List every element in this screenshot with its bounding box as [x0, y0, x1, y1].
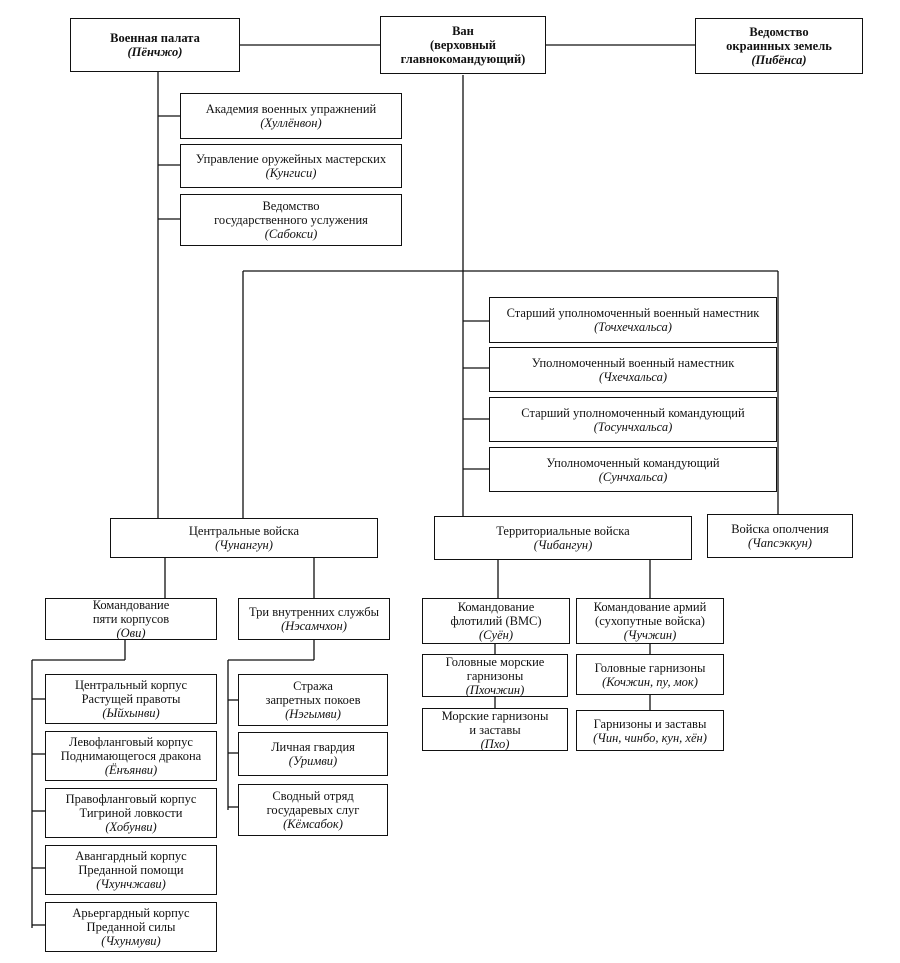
box-tochechalsa: Старший уполномоченный военный наместник…: [489, 297, 777, 343]
box-urimvi: Личная гвардия (Уримви): [238, 732, 388, 776]
box-subtitle: (Кёмсабок): [283, 817, 343, 831]
box-hullyonvon: Академия военных упражнений (Хуллёнвон): [180, 93, 402, 139]
box-title: Уполномоченный военный наместник: [531, 355, 735, 370]
box-chapsekkun: Войска ополчения (Чапсэккун): [707, 514, 853, 558]
box-enyanvi: Левофланговый корпус Поднимающегося драк…: [45, 731, 217, 781]
box-title: Уполномоченный командующий: [546, 455, 720, 470]
box-tosunchalsa: Старший уполномоченный командующий (Тосу…: [489, 397, 777, 442]
box-title: Академия военных упражнений: [205, 102, 377, 116]
box-title: Старший уполномоченный командующий: [521, 405, 745, 420]
box-saboksi: Ведомство государственного услужения (Са…: [180, 194, 402, 246]
box-title: Ведомство государственного услужения: [214, 199, 368, 227]
box-kyomsabok: Сводный отряд государевых слуг (Кёмсабок…: [238, 784, 388, 836]
box-subtitle: (Хуллёнвон): [260, 116, 322, 130]
box-chunmuvi: Арьергардный корпус Преданной силы (Чхун…: [45, 902, 217, 952]
box-penchzho: Военная палата (Пёнчжо): [70, 18, 240, 72]
box-subtitle: (Суён): [479, 628, 513, 642]
box-title: Три внутренних службы: [248, 605, 380, 619]
box-title: Управление оружейных мастерских: [195, 152, 387, 166]
box-subtitle: (Чучжин): [623, 628, 677, 642]
box-sunchalsa: Уполномоченный командующий (Сунчхальса): [489, 447, 777, 492]
box-title: Сводный отряд государевых слуг: [266, 789, 360, 817]
box-title: Центральные войска: [188, 524, 300, 538]
box-subtitle: (Уримви): [288, 754, 338, 768]
box-subtitle: (Кочжин, пу, мок): [602, 674, 698, 689]
box-subtitle: (Чхечхальса): [598, 369, 668, 384]
box-subtitle: (Пхо): [480, 736, 510, 751]
box-title: Правофланговый корпус Тигриной ловкости: [65, 792, 197, 820]
box-kochzhin: Головные гарнизоны (Кочжин, пу, мок): [576, 654, 724, 695]
box-title: Авангардный корпус Преданной помощи: [75, 849, 187, 877]
box-subtitle: (Чхунмуви): [101, 934, 161, 948]
box-title: Войска ополчения: [731, 522, 829, 536]
box-subtitle: (Точхечхальса): [594, 320, 672, 334]
box-subtitle: (Чунангун): [215, 538, 273, 552]
box-van: Ван (верховный главнокомандующий): [380, 16, 546, 74]
box-title: Командование флотилий (ВМС): [450, 600, 542, 628]
box-title: Старший уполномоченный военный наместник: [506, 306, 760, 320]
box-subtitle: (Нэсамчхон): [281, 619, 347, 633]
box-subtitle: (Кунгиси): [265, 166, 317, 180]
box-chin: Гарнизоны и заставы (Чин, чинбо, кун, хё…: [576, 710, 724, 751]
box-kungisi: Управление оружейных мастерских (Кунгиси…: [180, 144, 402, 188]
box-subtitle: (Нэгымви): [285, 707, 341, 721]
box-subtitle: (Хобунви): [105, 820, 157, 834]
box-chechalsa: Уполномоченный военный наместник (Чхечха…: [489, 347, 777, 392]
box-pchochzhin: Головные морские гарнизоны (Пхочжин): [422, 654, 568, 697]
box-chibangun: Территориальные войска (Чибангун): [434, 516, 692, 560]
box-ovi: Командование пяти корпусов (Ови): [45, 598, 217, 640]
box-subtitle: (Сабокси): [264, 227, 318, 241]
box-subtitle: (Пёнчжо): [127, 45, 183, 59]
box-title: Головные гарнизоны: [594, 660, 706, 675]
box-title: Гарнизоны и заставы: [593, 716, 707, 731]
box-subtitle: (Чин, чинбо, кун, хён): [593, 730, 707, 745]
box-subtitle: (Пхочжин): [465, 682, 525, 697]
box-pibensa: Ведомство окраинных земель (Пибёнса): [695, 18, 863, 74]
box-subtitle: (Ёнъянви): [104, 763, 158, 777]
box-chuchzhin: Командование армий (сухопутные войска) (…: [576, 598, 724, 644]
box-subtitle: (Чибангун): [533, 538, 593, 552]
box-pcho: Морские гарнизоны и заставы (Пхо): [422, 708, 568, 751]
box-title: Военная палата: [110, 31, 200, 45]
box-title: Морские гарнизоны и заставы: [441, 708, 549, 737]
box-title: Командование армий (сухопутные войска): [593, 600, 707, 628]
box-suyon: Командование флотилий (ВМС) (Суён): [422, 598, 570, 644]
box-subtitle: (Пибёнса): [751, 53, 807, 67]
box-title: Личная гвардия: [271, 740, 355, 754]
box-uihynvi: Центральный корпус Растущей правоты (Ыйх…: [45, 674, 217, 724]
box-subtitle: (Чапсэккун): [748, 536, 812, 550]
box-title: Головные морские гарнизоны: [445, 654, 545, 683]
box-title: Ведомство окраинных земель: [726, 25, 832, 53]
box-title: Левофланговый корпус Поднимающегося драк…: [60, 735, 202, 763]
box-subtitle: (Сунчхальса): [598, 469, 668, 484]
box-title: Территориальные войска: [496, 524, 630, 538]
box-subtitle: (Ови): [116, 626, 146, 640]
box-subtitle: (Чхунчжави): [96, 877, 166, 891]
box-title: Стража запретных покоев: [265, 679, 361, 707]
box-hobunvi: Правофланговый корпус Тигриной ловкости …: [45, 788, 217, 838]
box-negymvi: Стража запретных покоев (Нэгымви): [238, 674, 388, 726]
box-chunchzhavi: Авангардный корпус Преданной помощи (Чху…: [45, 845, 217, 895]
box-chunangun: Центральные войска (Чунангун): [110, 518, 378, 558]
box-title: Арьергардный корпус Преданной силы: [72, 906, 190, 934]
box-title: Ван (верховный главнокомандующий): [400, 24, 526, 66]
box-nesamchon: Три внутренних службы (Нэсамчхон): [238, 598, 390, 640]
box-title: Командование пяти корпусов: [92, 598, 170, 626]
box-subtitle: (Тосунчхальса): [593, 419, 673, 434]
box-title: Центральный корпус Растущей правоты: [74, 678, 188, 706]
box-subtitle: (Ыйхынви): [102, 706, 160, 720]
